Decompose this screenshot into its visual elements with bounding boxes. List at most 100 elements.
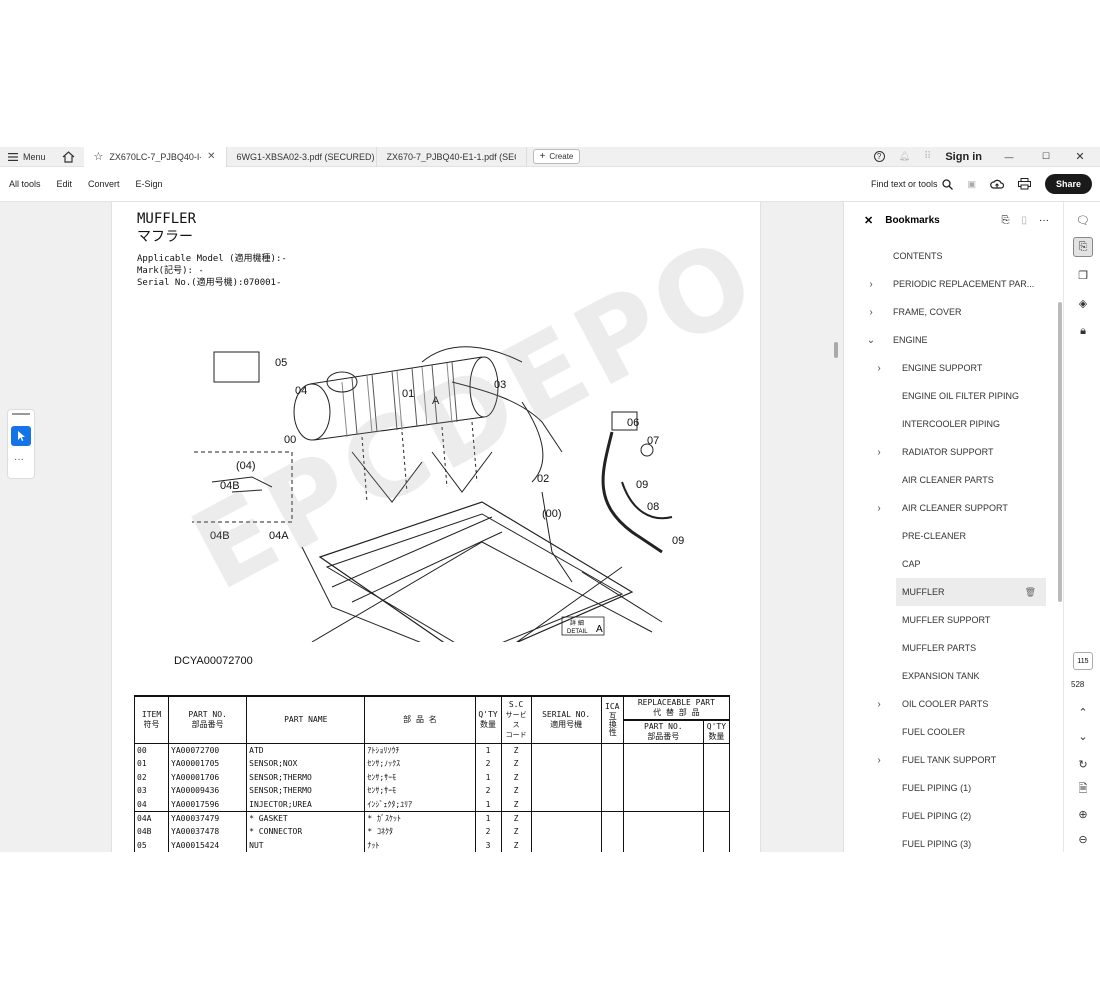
bookmark-label: CAP — [902, 559, 921, 569]
close-panel-icon[interactable]: ✕ — [864, 214, 874, 227]
drag-handle[interactable] — [12, 413, 30, 415]
chevron-right-icon[interactable]: › — [877, 362, 881, 374]
tab-document-2[interactable]: 6WG1-XBSA02-3.pdf (SECURED) — [227, 147, 377, 167]
cell-empty — [600, 838, 624, 852]
save-icon[interactable]: ▣ — [967, 178, 976, 189]
maximize-icon[interactable]: ☐ — [1041, 151, 1051, 161]
title-english: MUFFLER — [137, 211, 197, 227]
star-icon[interactable]: ☆ — [93, 151, 104, 163]
chevron-up-icon[interactable]: ⌃ — [1078, 706, 1088, 719]
more-options-icon[interactable]: ··· — [1039, 214, 1049, 226]
chevron-right-icon[interactable]: › — [869, 306, 873, 318]
find-tools-input[interactable]: Find text or tools — [871, 178, 954, 190]
zoom-in-icon[interactable]: ⊕ — [1078, 808, 1088, 821]
bookmark-item[interactable]: ›FUEL TANK SUPPORT — [844, 746, 1059, 774]
home-button[interactable] — [54, 147, 84, 167]
bookmark-item[interactable]: ›PERIODIC REPLACEMENT PAR... — [844, 270, 1059, 298]
menu-button[interactable]: Menu — [0, 147, 54, 167]
callout-04b-bottom: 04B — [210, 530, 230, 542]
help-icon[interactable]: ? — [873, 151, 885, 162]
chevron-right-icon[interactable]: › — [869, 278, 873, 290]
callout-06: 06 — [627, 417, 639, 429]
bookmark-item[interactable]: MUFFLER🗑︎ — [896, 578, 1046, 606]
chevron-down-icon[interactable]: ⌄ — [1078, 730, 1088, 743]
close-icon[interactable]: ✕ — [207, 151, 216, 162]
apps-icon[interactable]: ⠿ — [924, 151, 932, 162]
more-tools-icon[interactable]: ··· — [14, 454, 24, 465]
select-tool-button[interactable] — [11, 426, 31, 446]
comment-icon[interactable]: 🗨︎ — [1076, 214, 1090, 227]
bookmark-item[interactable]: CONTENTS — [844, 242, 1059, 270]
callout-08: 08 — [647, 501, 659, 513]
serial-number: Serial No.(適用号機):070001- — [137, 278, 282, 288]
current-page-input[interactable]: 115 — [1073, 652, 1093, 670]
bookmark-item[interactable]: ›ENGINE SUPPORT — [844, 354, 1059, 382]
bookmark-item[interactable]: EXPANSION TANK — [844, 662, 1059, 690]
upload-cloud-icon[interactable] — [990, 179, 1004, 190]
bookmark-page-icon[interactable]: ▯ — [1021, 214, 1027, 226]
bookmark-item[interactable]: MUFFLER SUPPORT — [844, 606, 1059, 634]
cell-name-jp: ｲﾝｼﾞｪｸﾀ;ﾕﾘｱ — [364, 797, 476, 812]
callout-07: 07 — [647, 435, 659, 447]
bookmark-icon[interactable]: ⎘ — [1073, 237, 1093, 257]
bookmark-item[interactable]: FUEL PIPING (2) — [844, 802, 1059, 830]
close-window-icon[interactable]: ✕ — [1075, 151, 1085, 163]
page-export-icon[interactable]: 🗎︎ — [1078, 782, 1088, 795]
esign-button[interactable]: E-Sign — [135, 179, 163, 189]
create-button[interactable]: + Create — [532, 149, 581, 164]
edit-button[interactable]: Edit — [56, 179, 73, 189]
cell-name-jp: * ｶﾞｽｹｯﾄ — [364, 811, 476, 826]
bookmark-item[interactable]: FUEL PIPING (1) — [844, 774, 1059, 802]
bookmark-item[interactable]: ⌄ENGINE — [844, 326, 1059, 354]
bookmark-item[interactable]: INTERCOOLER PIPING — [844, 410, 1059, 438]
bookmark-item[interactable]: FUEL PIPING (3) — [844, 830, 1059, 852]
cell-part-no: YA00015424 — [168, 838, 248, 852]
convert-button[interactable]: Convert — [88, 179, 120, 189]
bookmark-item[interactable]: PRE-CLEANER — [844, 522, 1059, 550]
window-controls: ? 🔔︎ ⠿ Sign in — ☐ ✕ — [873, 150, 1100, 163]
add-bookmark-icon[interactable]: ⎘ — [1001, 214, 1010, 226]
tab-document-3[interactable]: ZX670-7_PJBQ40-E1-1.pdf (SECU.. — [377, 147, 527, 167]
chevron-right-icon[interactable]: › — [877, 754, 881, 766]
bookmark-item[interactable]: AIR CLEANER PARTS — [844, 466, 1059, 494]
bookmark-label: CONTENTS — [893, 251, 943, 261]
svg-text:DETAIL: DETAIL — [567, 629, 588, 635]
chevron-right-icon[interactable]: › — [877, 698, 881, 710]
cell-empty — [600, 797, 624, 812]
zoom-out-icon[interactable]: ⊖ — [1078, 833, 1088, 846]
refresh-icon[interactable]: ↻ — [1078, 758, 1088, 771]
bookmark-label: FRAME, COVER — [893, 307, 962, 317]
lock-icon[interactable]: 🔒︎ — [1080, 324, 1086, 337]
cell-sc: Z — [500, 770, 532, 785]
bookmark-item[interactable]: › FRAME, COVER — [844, 298, 1059, 326]
chevron-right-icon[interactable]: › — [877, 502, 881, 514]
minimize-icon[interactable]: — — [1004, 151, 1014, 162]
all-tools-button[interactable]: All tools — [9, 179, 41, 189]
chevron-right-icon[interactable]: › — [877, 446, 881, 458]
chevron-down-icon[interactable]: ⌄ — [866, 334, 876, 346]
bookmark-item[interactable]: MUFFLER PARTS — [844, 634, 1059, 662]
cell-name: NUT — [246, 838, 366, 852]
bookmark-item[interactable]: ›OIL COOLER PARTS — [844, 690, 1059, 718]
sign-in-button[interactable]: Sign in — [945, 150, 982, 163]
tab-document-1[interactable]: ☆ ZX670LC-7_PJBQ40-I-1.p.. ✕ — [83, 147, 227, 167]
bookmark-item[interactable]: ›AIR CLEANER SUPPORT — [844, 494, 1059, 522]
bookmark-item[interactable]: CAP — [844, 550, 1059, 578]
document-viewport[interactable]: ··· MUFFLER マフラー Applicable Model (適用機種)… — [0, 202, 849, 852]
share-button[interactable]: Share — [1044, 174, 1092, 194]
layers-icon[interactable]: ◈ — [1078, 297, 1088, 310]
bookmark-item[interactable]: ENGINE OIL FILTER PIPING — [844, 382, 1059, 410]
print-icon[interactable] — [1017, 178, 1031, 190]
cell-empty — [622, 784, 704, 798]
bookmark-item[interactable]: FUEL COOLER — [844, 718, 1059, 746]
pages-icon[interactable]: ❐ — [1078, 269, 1088, 282]
notifications-icon[interactable]: 🔔︎ — [898, 151, 910, 161]
cell-item: 04A — [133, 811, 170, 826]
document-scrollbar[interactable] — [834, 342, 838, 358]
bookmark-item[interactable]: ›RADIATOR SUPPORT — [844, 438, 1059, 466]
cell-empty — [702, 784, 731, 798]
trash-icon[interactable]: 🗑︎ — [1024, 586, 1036, 597]
bookmarks-scrollbar[interactable] — [1058, 302, 1062, 602]
cell-name: ATD — [246, 743, 366, 758]
